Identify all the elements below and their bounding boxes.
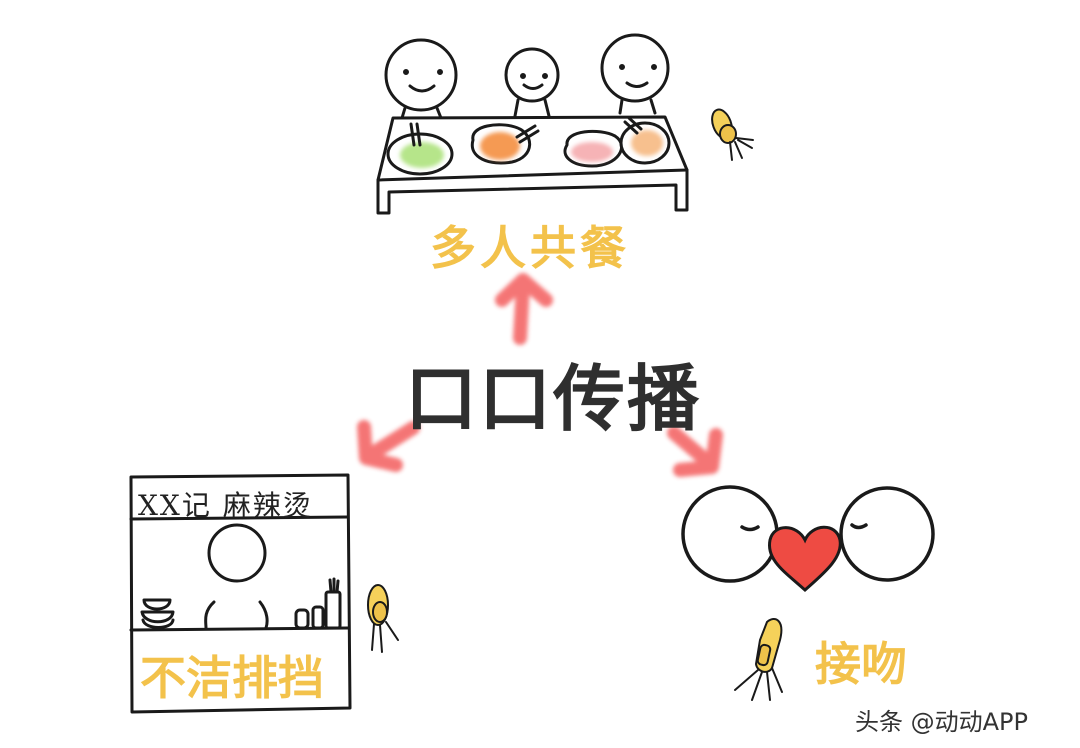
- heart-icon: [767, 525, 842, 593]
- arrow-down-left-icon: [357, 420, 420, 472]
- node-label-unclean-stall: 不洁排挡: [140, 651, 324, 705]
- plate-pink-icon: [563, 129, 623, 168]
- plate-orange-icon: [470, 123, 540, 165]
- stall-sign-text: XX记 麻辣烫: [138, 489, 313, 522]
- arrow-down-right-icon: [667, 426, 723, 477]
- person-icon: [600, 33, 670, 115]
- bacteria-icon: [367, 584, 399, 653]
- arrow-up-icon: [495, 273, 553, 345]
- person-icon: [504, 47, 560, 118]
- condiments-icon: [294, 577, 342, 630]
- diagram-title: 口口传播: [405, 357, 702, 441]
- bacteria-icon: [711, 108, 754, 161]
- shared-meal-illustration: [376, 33, 689, 215]
- face-right-icon: [839, 486, 935, 582]
- plate-peach-icon: [619, 116, 671, 165]
- bowls-icon: [140, 598, 175, 629]
- bacteria-icon: [734, 618, 783, 701]
- person-icon: [384, 38, 458, 120]
- plate-green-icon: [386, 122, 454, 176]
- arrows: [357, 273, 723, 477]
- face-left-icon: [681, 485, 779, 583]
- node-label-shared-meal: 多人共餐: [430, 221, 630, 275]
- kissing-illustration: [681, 485, 935, 593]
- food-stall-illustration: [129, 473, 352, 714]
- node-label-kissing: 接吻: [815, 637, 907, 691]
- watermark: 头条 @动动APP: [855, 708, 1028, 736]
- vendor-icon: [204, 523, 269, 630]
